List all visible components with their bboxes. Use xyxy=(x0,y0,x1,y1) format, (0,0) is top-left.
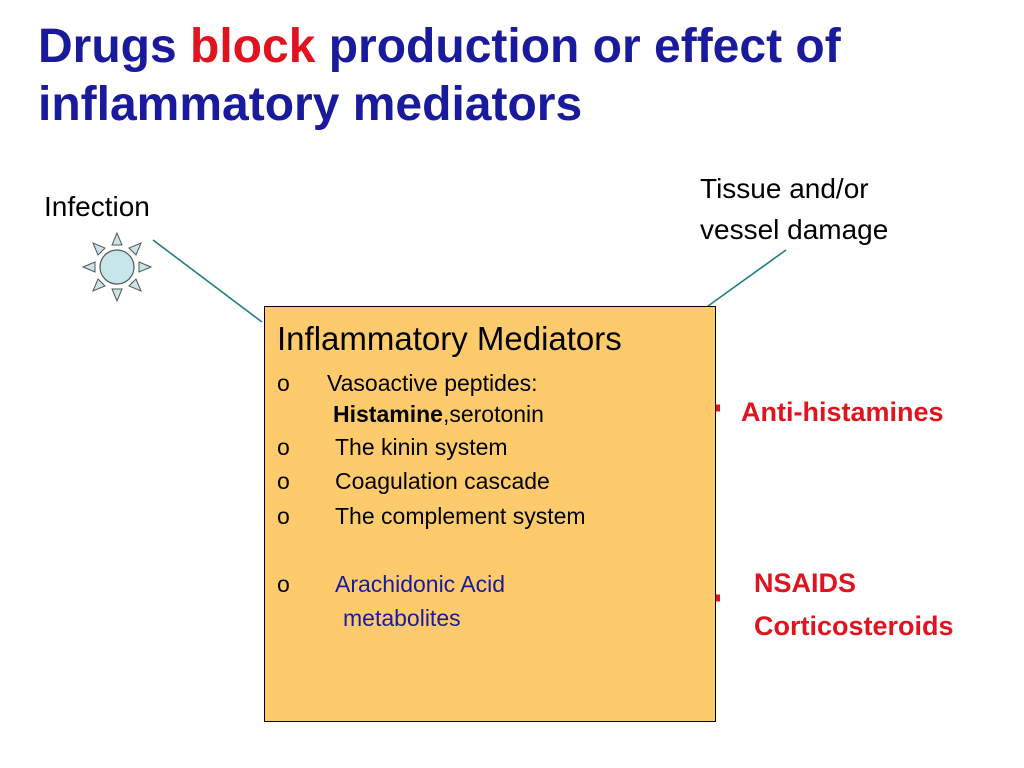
title-part-1: Drugs xyxy=(38,20,191,73)
histamine-serotonin-item: Histamine,serotonin xyxy=(333,399,544,429)
bullet-marker: o xyxy=(277,370,290,396)
serotonin-text: ,serotonin xyxy=(442,401,544,427)
bullet-marker: o xyxy=(277,468,290,494)
corticosteroids-label: Corticosteroids xyxy=(754,611,954,641)
bullet-marker: o xyxy=(277,434,290,460)
title-part-2: production or effect of inflammatory med… xyxy=(38,20,841,131)
histamine-text: Histamine xyxy=(333,401,443,427)
infection-label: Infection xyxy=(44,191,150,222)
arachidonic-metabolites-item: metabolites xyxy=(343,605,461,631)
bullet-marker: o xyxy=(277,571,290,597)
vasoactive-peptides-item: Vasoactive peptides: xyxy=(327,370,538,396)
nsaids-label: NSAIDS xyxy=(754,568,857,598)
antihistamines-label: Anti-histamines xyxy=(741,397,944,427)
kinin-system-item: The kinin system xyxy=(335,434,508,460)
arachidonic-acid-item: Arachidonic Acid xyxy=(335,571,506,597)
title-accent-word: block xyxy=(190,20,316,73)
damage-connector-line xyxy=(707,249,787,307)
inflammatory-mediators-box: Inflammatory Mediators o Vasoactive pept… xyxy=(264,306,716,722)
bullet-marker: o xyxy=(277,503,290,529)
mediators-heading: Inflammatory Mediators xyxy=(277,320,622,357)
tissue-damage-label-line-1: Tissue and/or xyxy=(700,173,869,204)
coagulation-cascade-item: Coagulation cascade xyxy=(335,468,550,494)
tissue-damage-label-line-2: vessel damage xyxy=(700,214,889,245)
complement-system-item: The complement system xyxy=(335,503,586,529)
sun-burst-icon xyxy=(81,231,153,303)
infection-connector-line xyxy=(152,239,263,323)
slide-title: Drugs block production or effect of infl… xyxy=(38,18,1018,134)
